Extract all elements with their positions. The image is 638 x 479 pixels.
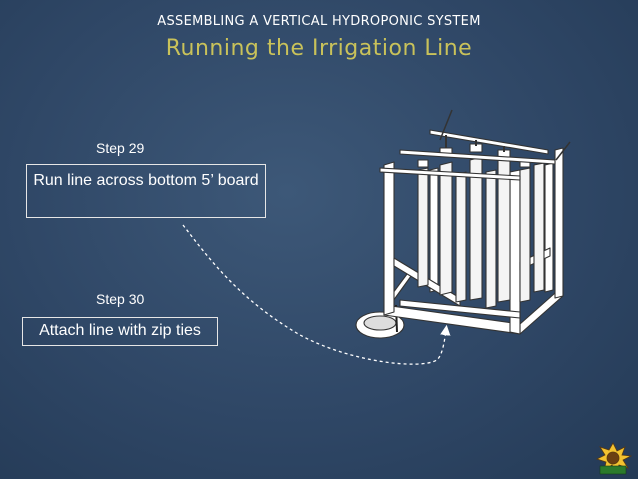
step-29-instruction-box: Run line across bottom 5’ board [26, 164, 266, 218]
step-29-instruction-text: Run line across bottom 5’ board [33, 172, 259, 189]
irrigation-path-arrow [182, 224, 451, 365]
frame-structure [355, 109, 571, 339]
step-30-instruction-box: Attach line with zip ties [22, 317, 218, 346]
step-29-label: Step 29 [96, 140, 145, 156]
step-30-label: Step 30 [96, 291, 145, 307]
step-30-instruction-text: Attach line with zip ties [39, 322, 201, 339]
slide-title: Running the Irrigation Line [165, 36, 473, 61]
sunflower-logo-icon [595, 442, 632, 475]
slide-kicker: ASSEMBLING A VERTICAL HYDROPONIC SYSTEM [157, 14, 481, 29]
